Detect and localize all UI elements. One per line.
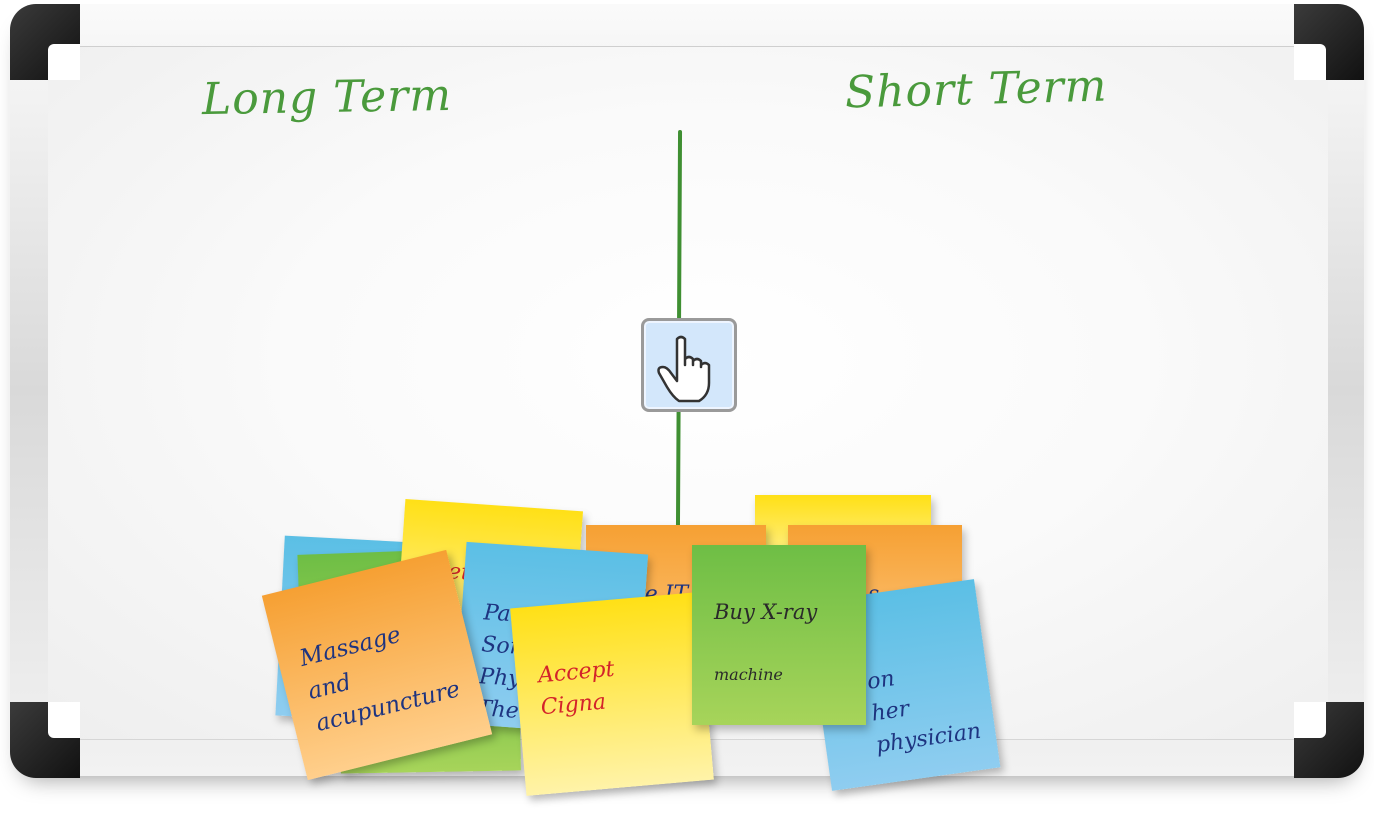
- hand-pointer-icon: [657, 335, 711, 403]
- frame-corner-bottom-left: [10, 702, 80, 778]
- note-text: Massage and acupuncture: [297, 622, 463, 738]
- note-subtext: machine: [714, 665, 783, 685]
- sticky-note-accept-cigna[interactable]: Accept Cigna: [510, 592, 714, 796]
- frame-corner-top-left: [10, 4, 80, 80]
- frame-corner-top-right: [1294, 4, 1364, 80]
- note-text: on her physician: [865, 666, 983, 758]
- note-text: Buy X-ray: [714, 600, 818, 625]
- sticky-note-buy-xray[interactable]: Buy X-ray machine: [692, 545, 866, 725]
- long-term-heading: Long Term: [201, 69, 453, 126]
- short-term-heading: Short Term: [844, 60, 1109, 119]
- drag-handle[interactable]: [641, 318, 737, 412]
- frame-corner-bottom-right: [1294, 702, 1364, 778]
- note-text: Accept Cigna: [537, 656, 616, 720]
